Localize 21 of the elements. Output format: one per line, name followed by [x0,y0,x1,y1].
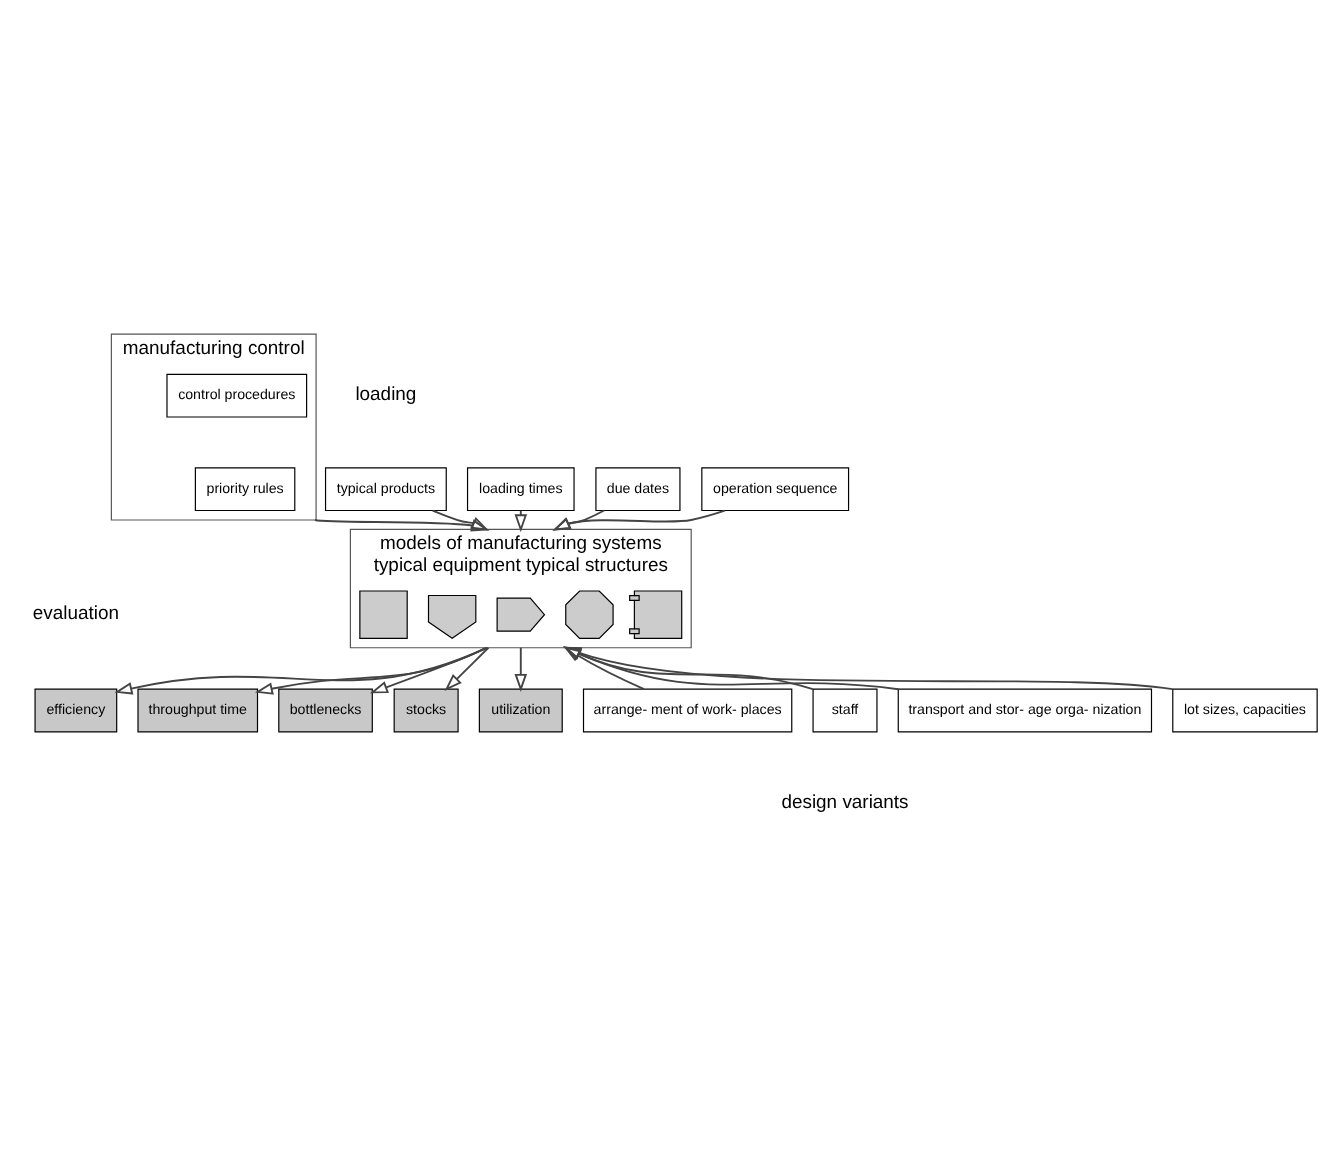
arrow [114,646,488,695]
label: design variants [781,792,909,815]
arrow [369,646,488,694]
arrow [431,509,490,531]
arrow [563,646,900,691]
cluster: models of manufacturing systems typical equipment typical structures [349,528,692,649]
arrow [254,646,488,695]
arrow [444,646,490,692]
arrow [563,646,814,691]
node-box [359,590,408,639]
arrow [563,646,645,691]
arrow [552,509,726,531]
node-octagon [565,590,614,639]
node-pentagon [427,594,477,640]
label: loading [355,384,417,407]
node-pentagon [496,597,546,632]
arrow [313,519,490,532]
arrow [563,646,1174,691]
label: evaluation [32,603,119,626]
arrow [514,646,528,692]
arrow [552,509,605,531]
